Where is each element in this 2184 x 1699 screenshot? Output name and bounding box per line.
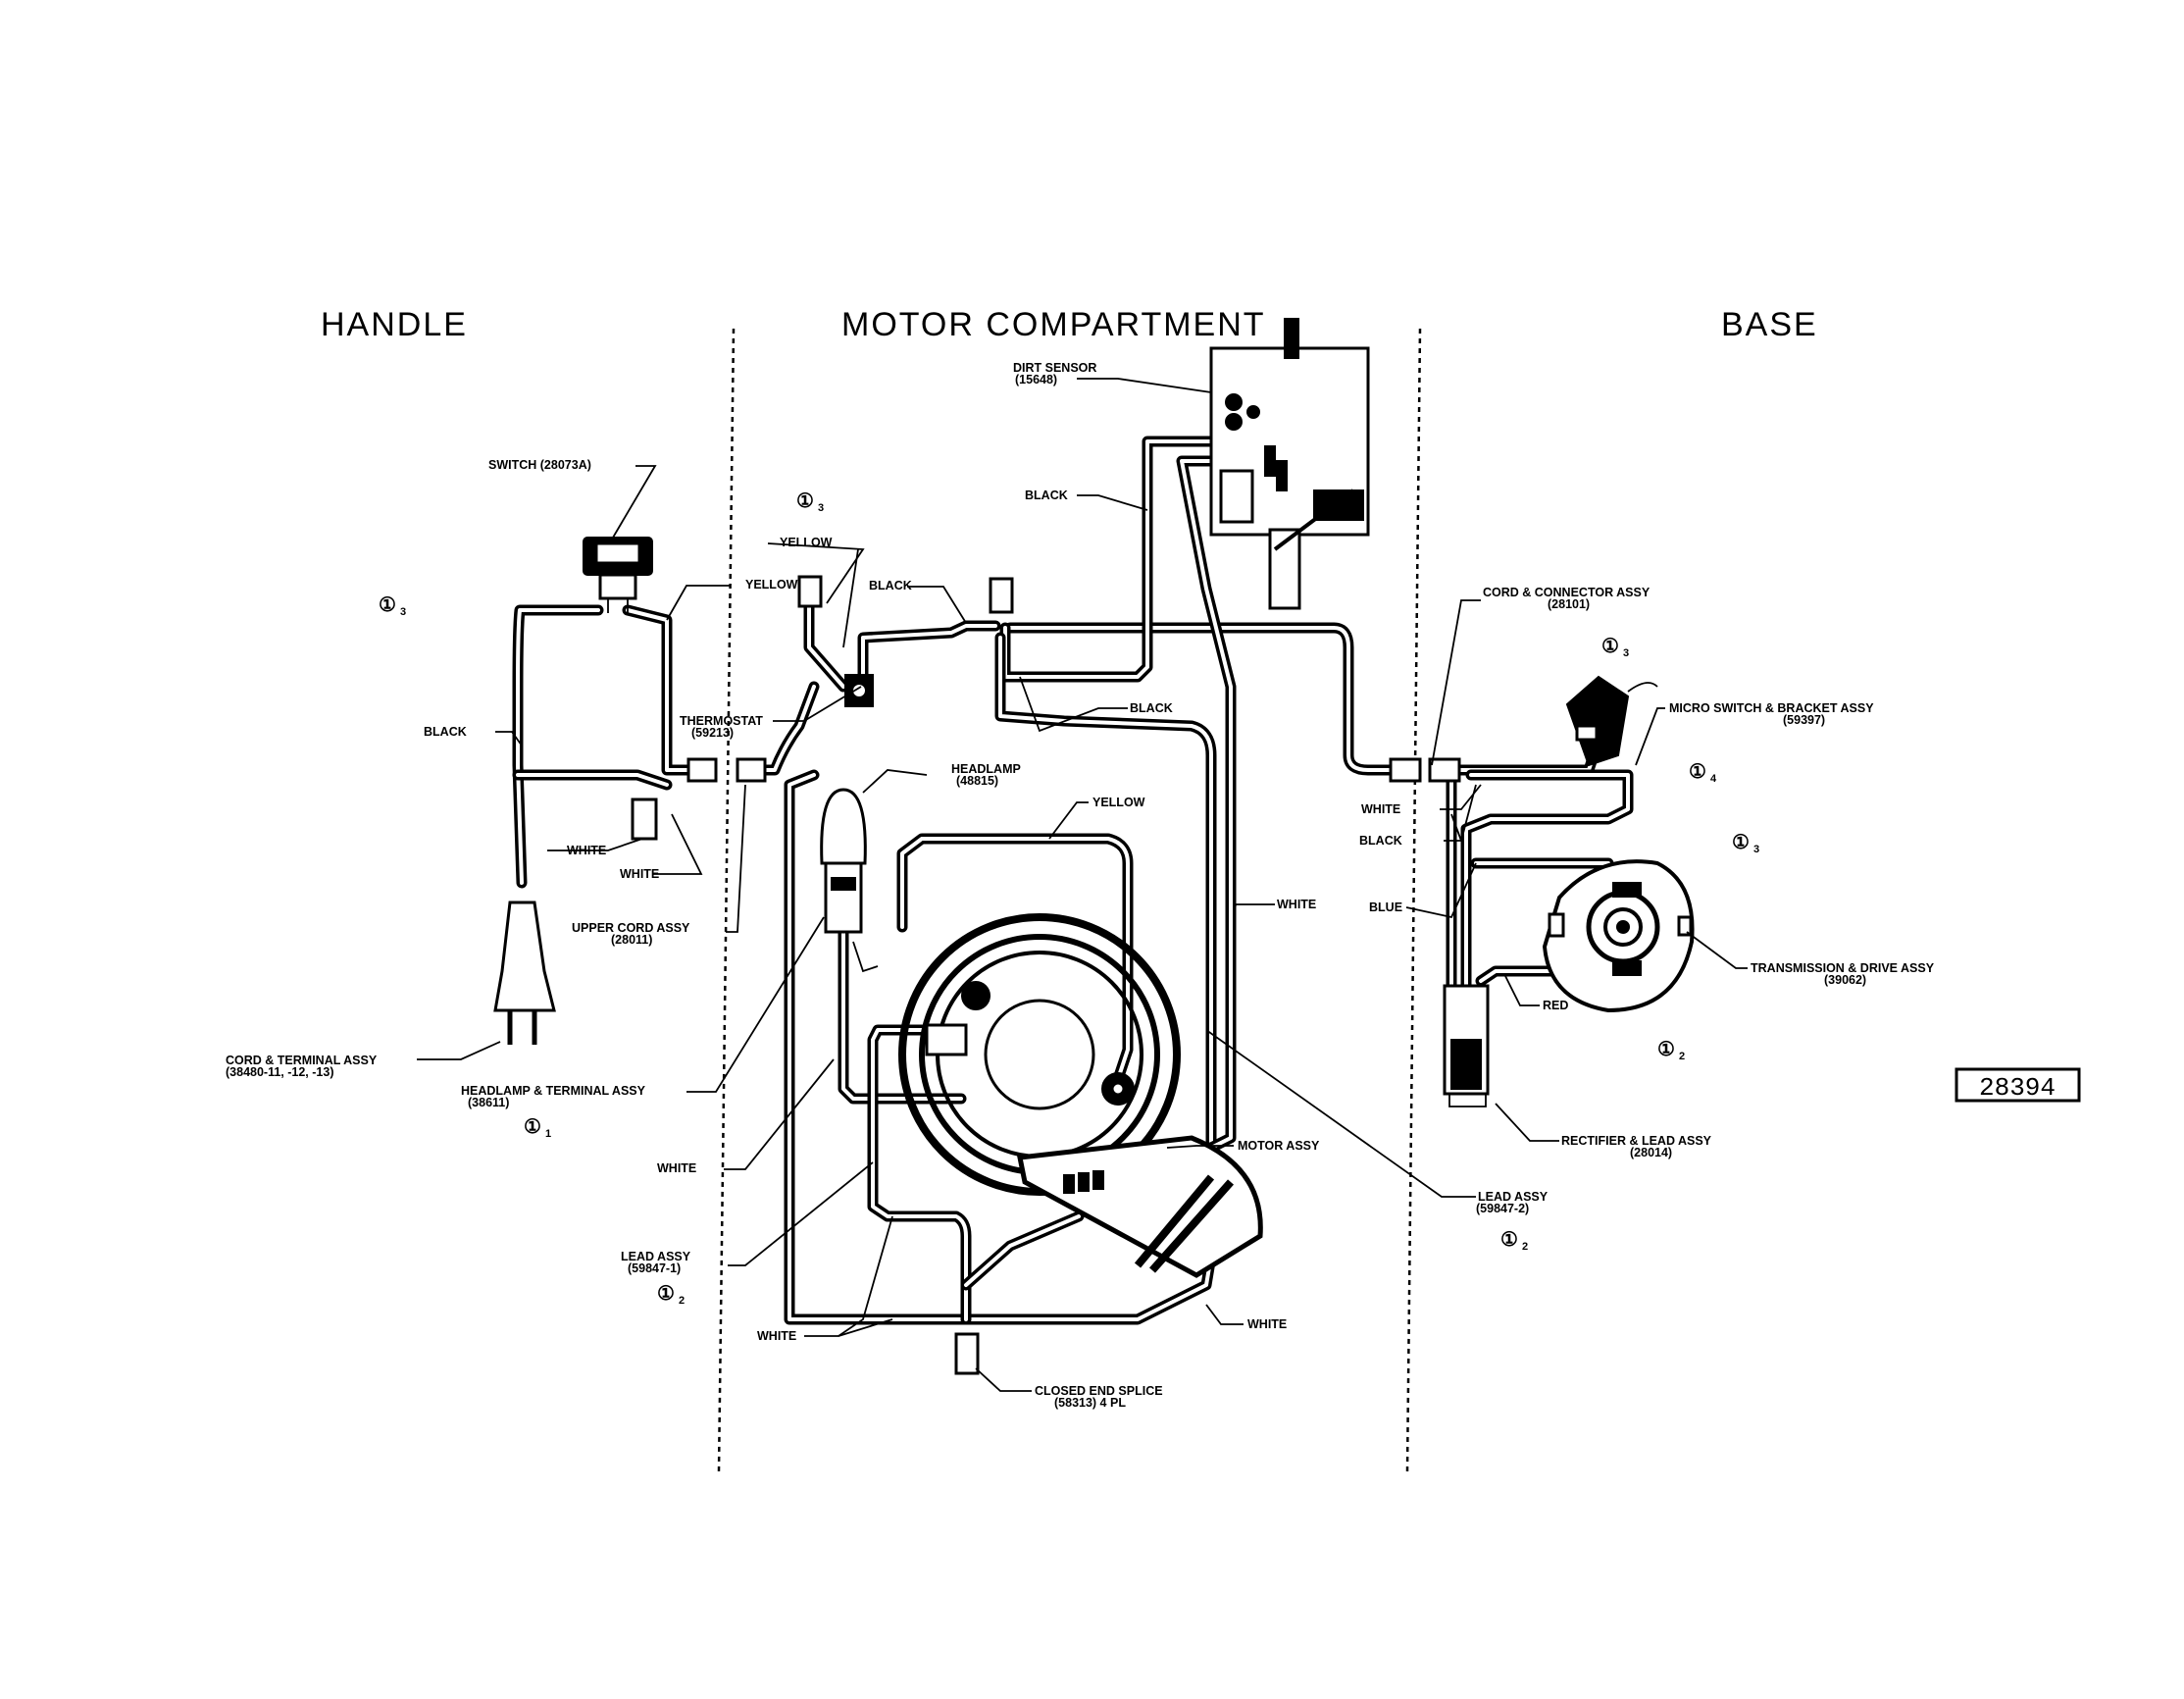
label-rectifier-1: RECTIFIER & LEAD ASSY [1561, 1134, 1712, 1148]
svg-text:①: ① [524, 1116, 541, 1138]
dirt-sensor-board [1209, 318, 1370, 610]
svg-text:1: 1 [545, 1128, 551, 1140]
top-splice [989, 577, 1014, 614]
label-yellow-thermo: YELLOW [780, 536, 833, 549]
leader-lines [417, 378, 1748, 1392]
svg-text:①: ① [796, 490, 814, 512]
label-blue-base: BLUE [1369, 901, 1402, 914]
handle-connector [631, 798, 658, 841]
label-black-base: BLACK [1359, 834, 1402, 848]
svg-text:①: ① [379, 594, 396, 616]
label-upper-cord-2: (28011) [611, 933, 652, 947]
svg-text:3: 3 [400, 606, 406, 618]
base-connector-a [1389, 757, 1422, 783]
wire-harness [512, 436, 1634, 1325]
label-white-lower-left: WHITE [657, 1161, 696, 1175]
label-cord-terminal-1: CORD & TERMINAL ASSY [226, 1054, 378, 1067]
label-headlamp-2: (48815) [956, 774, 998, 788]
label-yellow-handle: YELLOW [745, 578, 798, 592]
divider-handle-motor [717, 328, 736, 1472]
note-marker-cord-connector: ① 3 [1601, 636, 1629, 659]
label-thermostat-1: THERMOSTAT [680, 714, 763, 728]
figure-number: 28394 [1979, 1073, 2056, 1103]
label-upper-cord-1: UPPER CORD ASSY [572, 921, 690, 935]
svg-text:①: ① [657, 1283, 675, 1305]
section-title-base: BASE [1721, 306, 1818, 343]
section-title-handle: HANDLE [321, 306, 468, 343]
label-cord-terminal-2: (38480-11, -12, -13) [226, 1065, 334, 1079]
cord-plug [493, 901, 556, 1045]
motor-assembly [898, 913, 1263, 1278]
label-dirt-sensor-1: DIRT SENSOR [1013, 361, 1096, 375]
label-white-motor-right: WHITE [1277, 898, 1316, 911]
svg-text:①: ① [1732, 832, 1750, 853]
label-switch: SWITCH (28073A) [488, 458, 591, 472]
label-white-bottom-right: WHITE [1247, 1317, 1287, 1331]
upper-cord-connector-a [686, 757, 718, 783]
label-thermostat-2: (59213) [691, 726, 734, 740]
label-transmission-1: TRANSMISSION & DRIVE ASSY [1751, 961, 1935, 975]
label-black-thermo: BLACK [869, 579, 912, 592]
upper-cord-connector-b [736, 757, 767, 783]
label-white-bottom-left: WHITE [757, 1329, 796, 1343]
transmission-part [1542, 859, 1695, 1013]
svg-text:2: 2 [1522, 1241, 1528, 1253]
closed-end-splice-part [954, 1332, 980, 1375]
label-red-base: RED [1543, 999, 1568, 1012]
svg-text:①: ① [1500, 1229, 1518, 1251]
svg-text:①: ① [1689, 761, 1706, 783]
label-white-handle-1: WHITE [567, 844, 606, 857]
base-connector-b [1428, 757, 1461, 783]
note-marker-handle: ① 3 [379, 594, 406, 618]
label-splice-2: (58313) 4 PL [1054, 1396, 1126, 1410]
label-black-sensor: BLACK [1025, 489, 1068, 502]
note-marker-lead-assy-1: ① 2 [657, 1283, 685, 1307]
thermostat-dot [853, 685, 865, 696]
note-marker-thermostat: ① 3 [796, 490, 824, 514]
label-cord-connector-2: (28101) [1548, 597, 1590, 611]
label-cord-connector-1: CORD & CONNECTOR ASSY [1483, 586, 1651, 599]
section-title-motor-compartment: MOTOR COMPARTMENT [841, 306, 1266, 343]
label-lead-assy-1-1: LEAD ASSY [621, 1250, 691, 1263]
headlamp-bulb [820, 788, 879, 973]
figure-number-box [1955, 1067, 2081, 1103]
rectifier-part [1443, 984, 1490, 1107]
label-dirt-sensor-2: (15648) [1015, 373, 1057, 386]
divider-motor-base [1405, 328, 1422, 1472]
micro-switch-part [1565, 675, 1658, 767]
label-yellow-headlamp: YELLOW [1092, 796, 1145, 809]
note-marker-micro-switch: ① 4 [1689, 761, 1717, 785]
label-headlamp-1: HEADLAMP [951, 762, 1021, 776]
svg-text:3: 3 [1623, 647, 1629, 659]
label-white-handle-2: WHITE [620, 867, 659, 881]
label-micro-switch-2: (59397) [1783, 713, 1825, 727]
label-transmission-2: (39062) [1824, 973, 1866, 987]
svg-text:①: ① [1657, 1039, 1675, 1060]
note-marker-rectifier: ① 2 [1657, 1039, 1685, 1062]
label-lead-assy-2-1: LEAD ASSY [1478, 1190, 1549, 1204]
note-marker-transmission: ① 3 [1732, 832, 1759, 855]
svg-text:4: 4 [1710, 773, 1717, 785]
svg-text:3: 3 [818, 502, 824, 514]
label-white-base: WHITE [1361, 802, 1400, 816]
label-headlamp-terminal-1: HEADLAMP & TERMINAL ASSY [461, 1084, 646, 1098]
handle-switch [583, 537, 653, 613]
svg-text:3: 3 [1753, 844, 1759, 855]
label-black-handle: BLACK [424, 725, 467, 739]
svg-text:2: 2 [1679, 1051, 1685, 1062]
note-marker-headlamp-terminal: ① 1 [524, 1116, 551, 1140]
label-lead-assy-1-2: (59847-1) [628, 1261, 681, 1275]
svg-text:①: ① [1601, 636, 1619, 657]
label-splice-1: CLOSED END SPLICE [1035, 1384, 1163, 1398]
label-black-mid: BLACK [1130, 701, 1173, 715]
svg-text:2: 2 [679, 1295, 685, 1307]
note-marker-lead-assy-2: ① 2 [1500, 1229, 1528, 1253]
label-headlamp-terminal-2: (38611) [468, 1096, 509, 1109]
label-rectifier-2: (28014) [1630, 1146, 1672, 1159]
label-micro-switch-1: MICRO SWITCH & BRACKET ASSY [1669, 701, 1874, 715]
label-motor-assy: MOTOR ASSY [1238, 1139, 1320, 1153]
label-lead-assy-2-2: (59847-2) [1476, 1202, 1529, 1215]
yellow-splice [797, 575, 823, 608]
